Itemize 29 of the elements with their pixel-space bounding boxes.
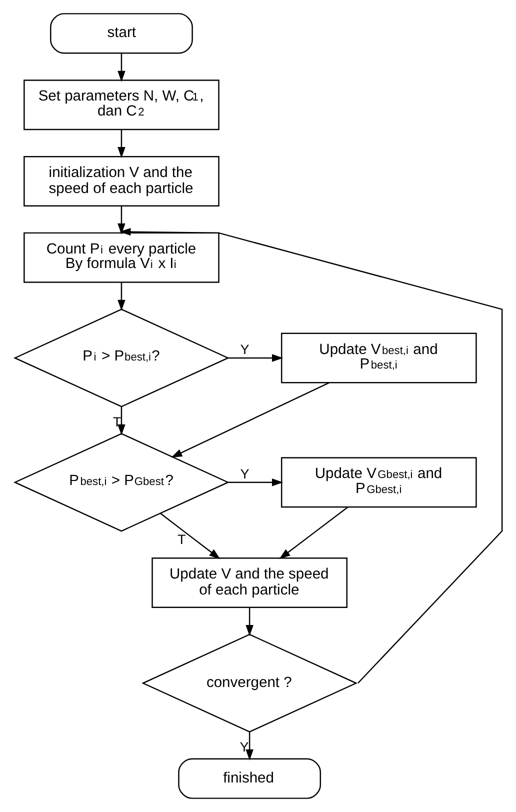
node-box: Count Pi every particle By formula Vi x Ii	[23, 232, 219, 283]
arrow	[228, 478, 283, 486]
node-box: Set parameters N, W, C1, dan C2	[23, 80, 219, 130]
arrow	[245, 732, 253, 760]
node-box: finished	[178, 758, 320, 799]
node-box: Update Vbest,i and Pbest,i	[280, 332, 476, 384]
arrow	[228, 354, 283, 362]
node-box: initialization V and the speed of each particle	[23, 156, 219, 206]
arrow	[117, 53, 125, 82]
arrow	[117, 406, 125, 436]
arrow	[245, 608, 253, 636]
edge-label: Y	[239, 740, 248, 755]
edge-label: Y	[240, 466, 249, 482]
arrow	[170, 382, 330, 458]
arrow	[117, 282, 125, 311]
arrow	[117, 130, 125, 158]
arrow	[119, 228, 502, 684]
node-box: start	[50, 13, 192, 54]
arrow	[160, 513, 220, 560]
node-diamond: Pi > Pbest,i?	[12, 308, 229, 408]
node-diamond: Pbest,i > PGbest?	[12, 433, 229, 532]
node-diamond: convergent ?	[141, 634, 358, 732]
arrow	[278, 506, 348, 560]
node-box: Update VGbest,i and PGbest,i	[280, 457, 476, 508]
arrow	[117, 206, 125, 234]
edge-label: Y	[240, 342, 249, 358]
edge-label: T	[176, 532, 186, 547]
node-box: Update V and the speed of each particle	[151, 558, 347, 608]
edge-label: T	[112, 414, 121, 430]
